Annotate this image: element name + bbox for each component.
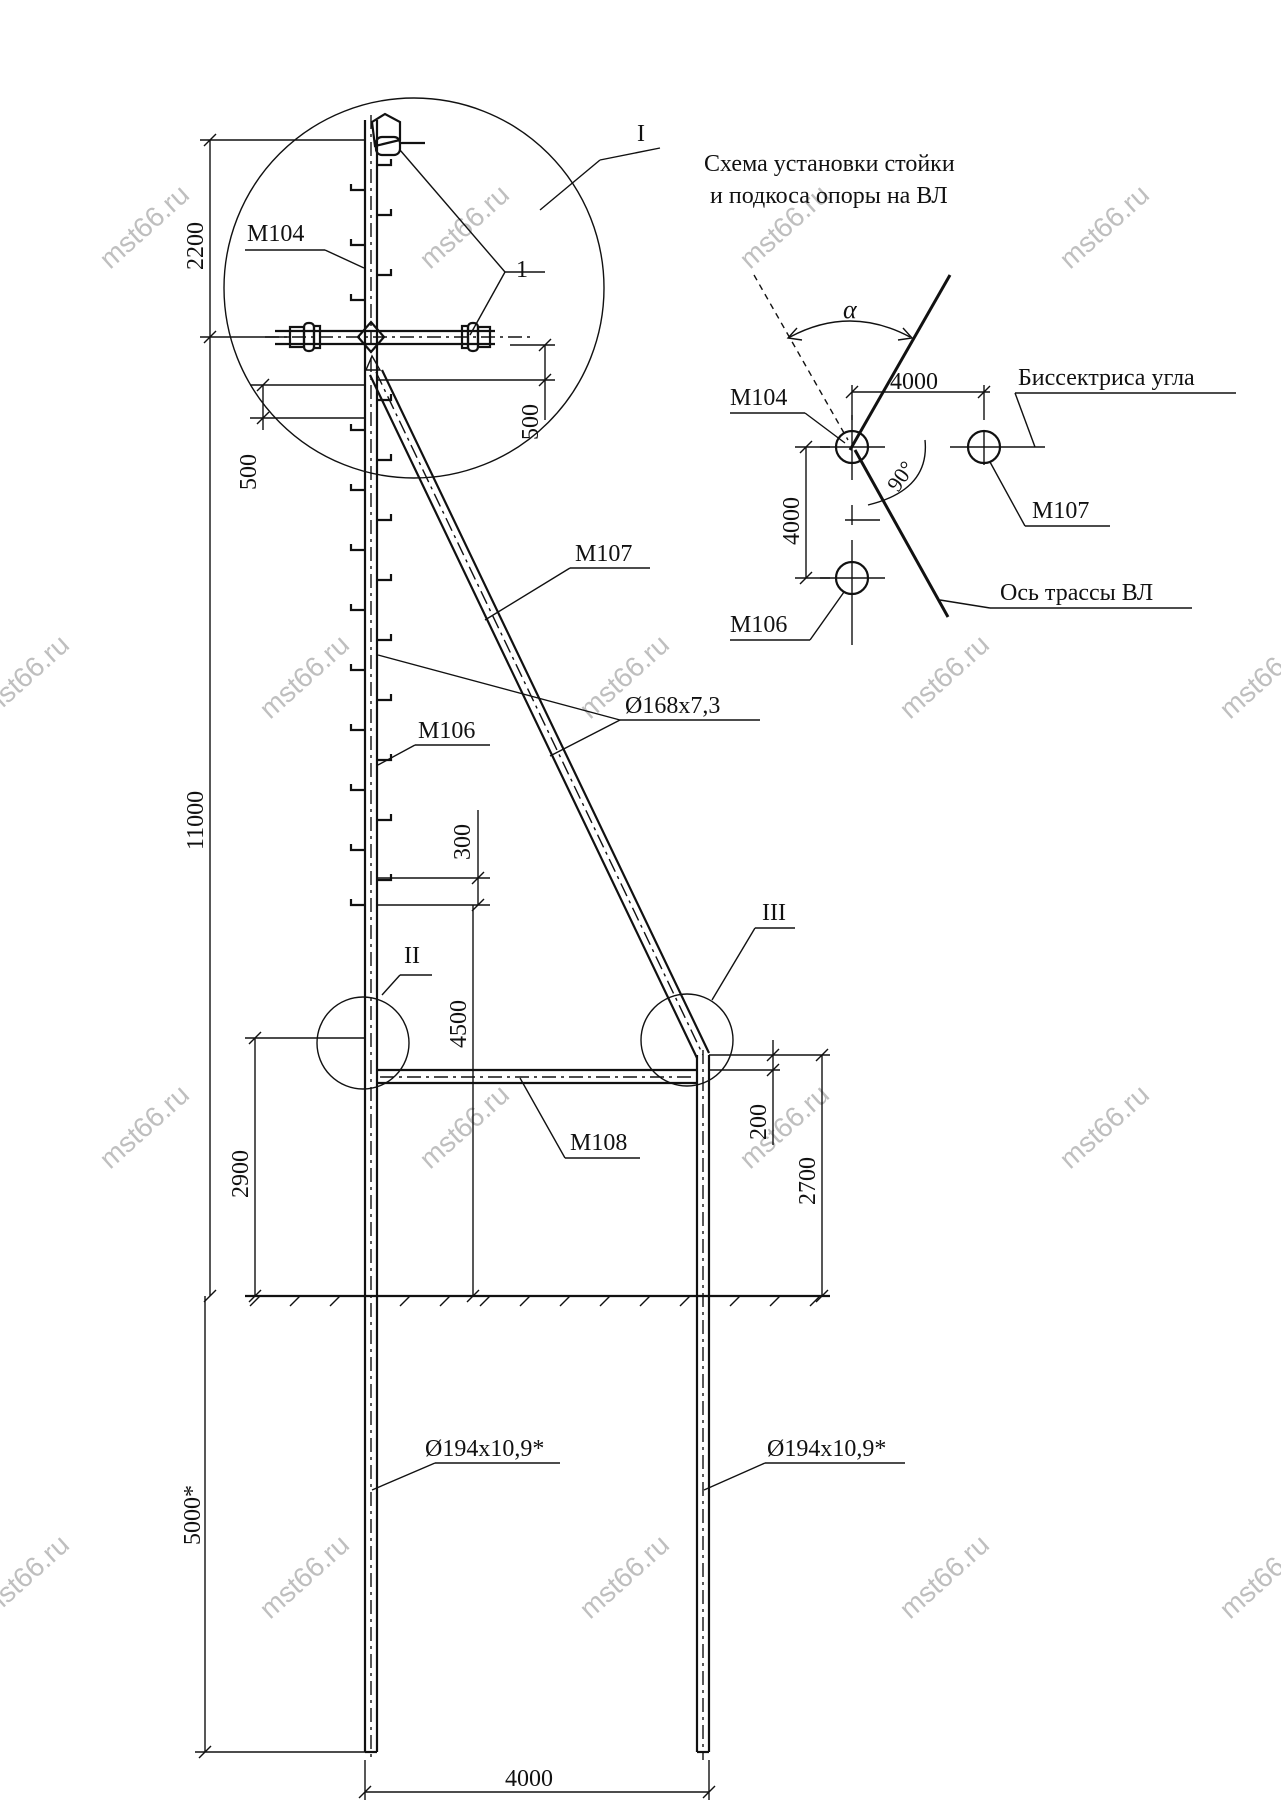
watermark: mst66.ru xyxy=(1213,1529,1281,1625)
watermark: mst66.ru xyxy=(413,179,515,275)
watermark: mst66.ru xyxy=(0,1529,75,1625)
dim-2200: 2200 xyxy=(183,222,209,270)
dim-2900: 2900 xyxy=(228,1150,254,1198)
dim-5000: 5000* xyxy=(180,1485,206,1545)
dim-500-right: 500 xyxy=(518,404,544,440)
pipe-right-spec: Ø194x10,9* xyxy=(767,1436,886,1462)
watermark: mst66.ru xyxy=(253,629,355,725)
scheme-axis-label: Ось трассы ВЛ xyxy=(1000,580,1153,606)
dim-2700: 2700 xyxy=(795,1157,821,1205)
scheme-title-line1: Схема установки стойки xyxy=(704,151,955,177)
pipe-brace-spec: Ø168x7,3 xyxy=(625,693,720,719)
horizontal-tie xyxy=(377,1068,697,1085)
dim-300: 300 xyxy=(450,824,476,860)
angle-90: 90° xyxy=(882,456,920,496)
detail-circle-I xyxy=(223,97,605,479)
watermark: mst66.ru xyxy=(0,629,75,725)
detail-circle-III xyxy=(640,993,734,1087)
callout-I: I xyxy=(637,121,645,147)
pipe-left-spec: Ø194x10,9* xyxy=(425,1436,544,1462)
right-post xyxy=(695,1050,711,1760)
rotated-dim-labels: 2200 500 500 11000 300 4500 2900 200 270… xyxy=(180,222,821,1545)
dim-11000: 11000 xyxy=(183,791,209,850)
ground-line xyxy=(245,1294,830,1307)
callout-II: II xyxy=(404,943,420,969)
watermark: mst66.ru xyxy=(253,1529,355,1625)
callout-1: 1 xyxy=(516,257,528,283)
detail-circle-II xyxy=(316,996,410,1090)
scheme-label-m104: М104 xyxy=(730,385,787,411)
insulator-top xyxy=(370,112,425,157)
dimension-lines xyxy=(195,133,830,1800)
insulator-right xyxy=(460,321,492,353)
scheme-bisector-label: Биссектриса угла xyxy=(1018,365,1195,391)
label-m107: М107 xyxy=(575,541,632,567)
watermark: mst66.ru xyxy=(573,1529,675,1625)
scheme-title-line2: и подкоса опоры на ВЛ xyxy=(710,183,948,209)
dim-200: 200 xyxy=(746,1104,772,1140)
callout-III: III xyxy=(762,900,786,926)
leaders xyxy=(245,147,905,1491)
dim-500-left: 500 xyxy=(236,454,262,490)
watermark: mst66.ru xyxy=(1053,179,1155,275)
brace xyxy=(369,369,710,1059)
dim-4000-bottom: 4000 xyxy=(505,1766,553,1792)
watermark: mst66.ru xyxy=(93,179,195,275)
label-m108: М108 xyxy=(570,1130,627,1156)
watermark: mst66.ru xyxy=(1213,629,1281,725)
dim-4500: 4500 xyxy=(446,1000,472,1048)
watermark: mst66.ru xyxy=(413,1079,515,1175)
label-m104: М104 xyxy=(247,221,304,247)
scheme-dim-4000-h: 4000 xyxy=(890,369,938,395)
scheme-label-m106: М106 xyxy=(730,612,787,638)
installation-scheme: Схема установки стойки и подкоса опоры н… xyxy=(704,151,1236,645)
label-m106: М106 xyxy=(418,718,475,744)
crossarm xyxy=(265,320,530,371)
alpha-symbol: α xyxy=(843,295,858,324)
watermark: mst66.ru xyxy=(893,629,995,725)
watermark: mst66.ru xyxy=(93,1079,195,1175)
watermark-layer: mst66.ru mst66.ru mst66.ru mst66.ru mst6… xyxy=(0,179,1281,1625)
scheme-dim-4000-v: 4000 xyxy=(779,497,805,545)
step-bolts xyxy=(349,159,393,907)
main-labels: I 1 М104 М107 Ø168x7,3 М106 II III М108 … xyxy=(247,121,886,1792)
watermark: mst66.ru xyxy=(1053,1079,1155,1175)
main-support: I 1 М104 М107 Ø168x7,3 М106 II III М108 … xyxy=(180,97,905,1800)
scheme-label-m107: М107 xyxy=(1032,498,1089,524)
watermark: mst66.ru xyxy=(893,1529,995,1625)
